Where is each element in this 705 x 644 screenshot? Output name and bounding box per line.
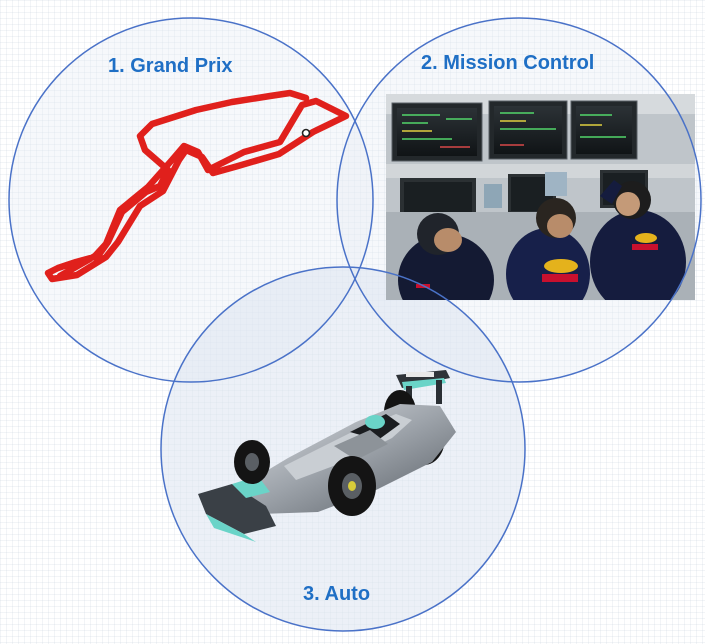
mission-control-photo (386, 94, 695, 300)
circle-grand-prix (8, 17, 374, 383)
label-auto: 3. Auto (303, 583, 371, 605)
race-track-icon (44, 89, 350, 283)
circle-auto (160, 266, 526, 632)
circle-mission-control (336, 17, 702, 383)
label-mission-control: 2. Mission Control (421, 52, 595, 74)
f1-car-image (198, 370, 456, 542)
label-grand-prix: 1. Grand Prix (108, 55, 233, 77)
